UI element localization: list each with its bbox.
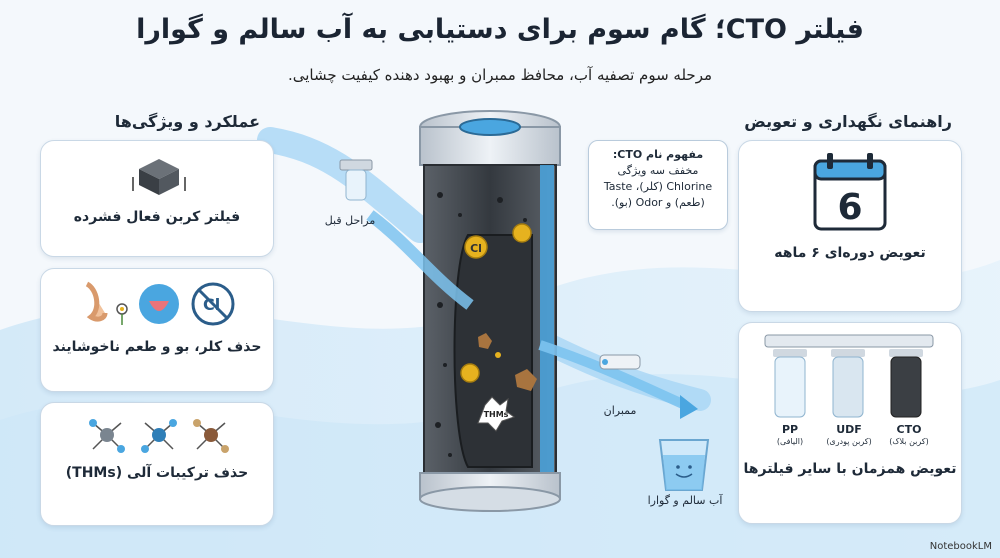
nose-tongue-no-chlorine-icon: Cl <box>85 281 235 326</box>
cl-label: Cl <box>470 242 482 255</box>
card-label: فیلتر کربن فعال فشرده <box>73 209 241 225</box>
molecule-icon <box>89 419 229 453</box>
calendar-icon: 6 <box>813 153 887 231</box>
filter-set-icon <box>764 334 934 418</box>
callout-line-2: مخفف سه ویژگی <box>617 164 699 177</box>
brand-label: NotebookLM <box>929 541 992 552</box>
filter-name-udf: UDF <box>836 423 862 436</box>
card-carbon-block: فیلتر کربن فعال فشرده <box>40 140 274 257</box>
output-water-label: آب سالم و گوارا <box>647 494 723 507</box>
prev-stages-label: مراحل قبل <box>324 214 376 227</box>
filter-desc-pp: (الیافی) <box>776 437 804 446</box>
filter-desc-udf: (کربن پودری) <box>826 437 872 446</box>
thms-label: THMs <box>484 410 509 419</box>
card-simultaneous-replacement: PP (الیافی) UDF (کربن پودری) CTO (کربن ب… <box>738 322 962 524</box>
filter-desc-cto: (کربن بلاک) <box>889 437 929 446</box>
card-thms-removal: حذف ترکیبات آلی (THMs) <box>40 402 274 526</box>
page-title: فیلتر CTO؛ گام سوم برای دستیابی به آب سا… <box>136 14 864 45</box>
calendar-number: 6 <box>837 187 862 228</box>
page-subtitle: مرحله سوم تصفیه آب، محافظ ممبران و بهبود… <box>287 66 713 84</box>
card-label: تعویض دوره‌ای ۶ ماهه <box>774 245 926 261</box>
cto-cartridge-illustration: Cl THMs <box>339 110 710 512</box>
callout-line-3: Chlorine (کلر)، Taste <box>603 180 713 193</box>
membrane-label: ممبران <box>603 404 637 417</box>
card-replacement-period: 6 تعویض دوره‌ای ۶ ماهه <box>738 140 962 312</box>
card-chlorine-removal: Cl حذف کلر، بو و طعم ناخوشایند <box>40 268 274 392</box>
card-label: تعویض همزمان با سایر فیلترها <box>743 461 957 477</box>
carbon-block-icon <box>132 159 186 195</box>
left-section-heading: عملکرد و ویژگی‌ها <box>114 112 260 131</box>
filter-name-pp: PP <box>781 423 799 436</box>
cto-name-callout: مفهوم نام CTO: مخفف سه ویژگی Chlorine (ک… <box>588 140 728 230</box>
callout-line-1: مفهوم نام CTO: <box>612 148 704 161</box>
card-label: حذف کلر، بو و طعم ناخوشایند <box>52 339 262 355</box>
filter-name-cto: CTO <box>896 423 922 436</box>
right-section-heading: راهنمای نگهداری و تعویض <box>744 112 952 131</box>
callout-line-4: (طعم) و Odor (بو). <box>611 196 705 209</box>
card-label: حذف ترکیبات آلی (THMs) <box>65 465 249 481</box>
